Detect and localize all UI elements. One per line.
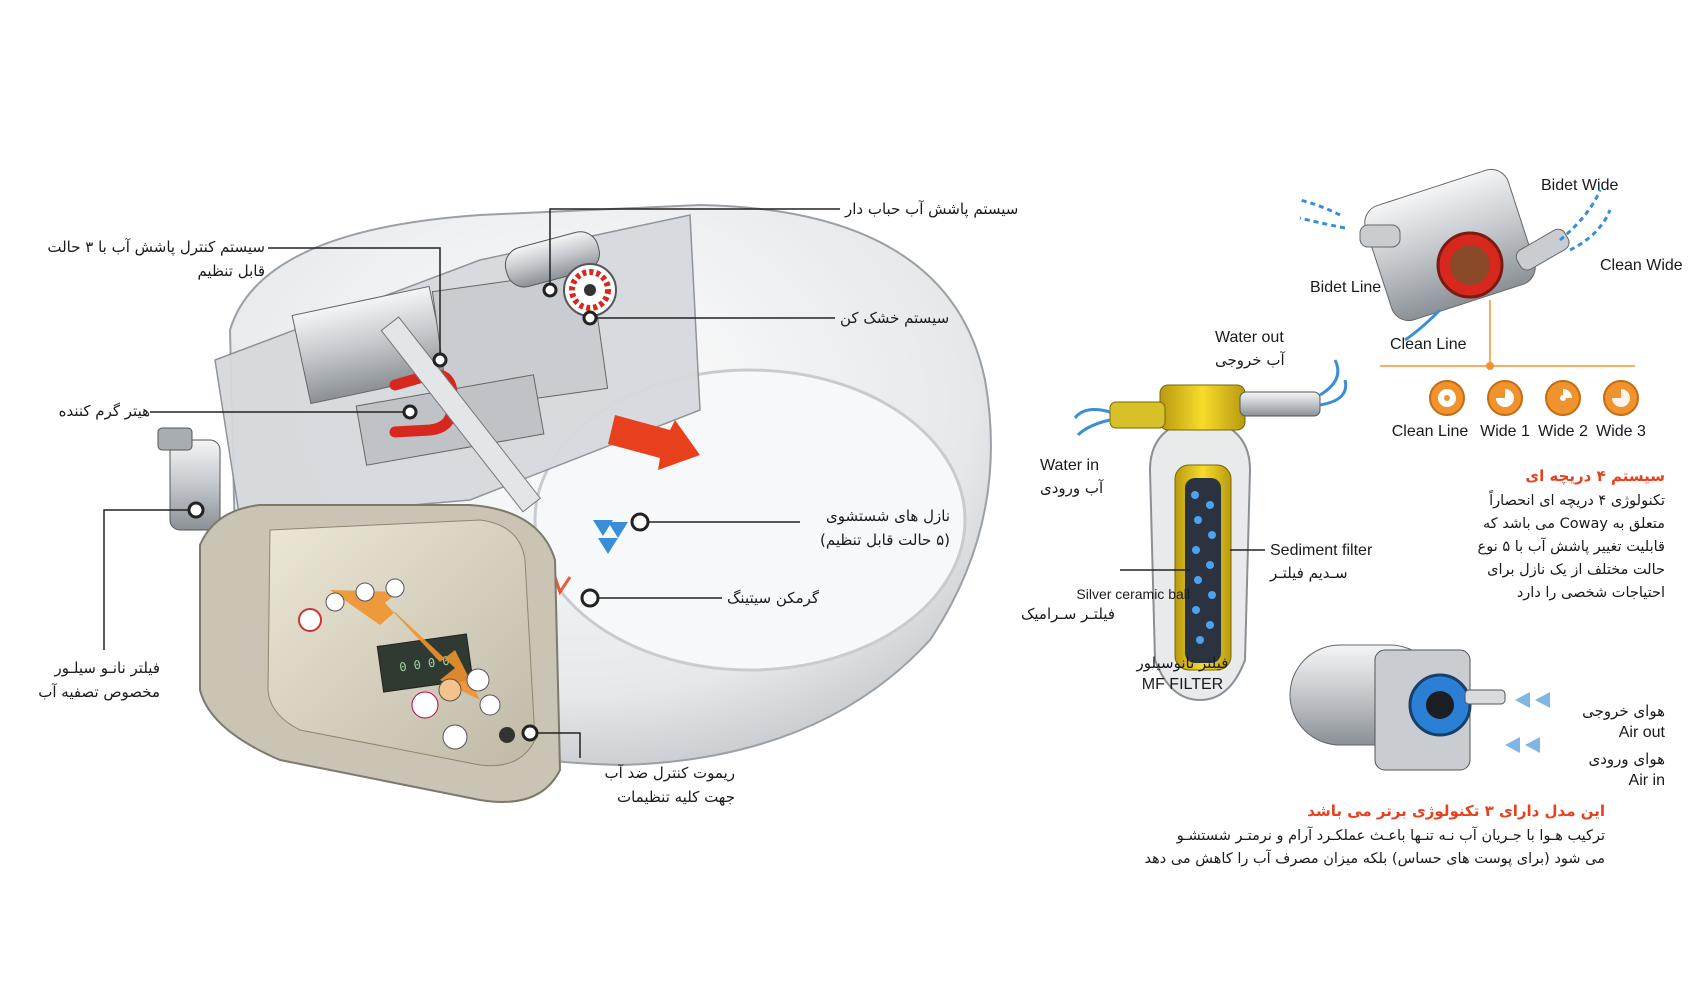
label-sediment-fa: سـدیم فیلتـر xyxy=(1270,564,1348,582)
mode-label-wide-2: Wide 2 xyxy=(1538,423,1588,440)
desc-line: تکنولوژی ۴ دریچه ای انحصاراً xyxy=(1489,493,1665,509)
label-air-out-en: Air out xyxy=(1618,724,1665,741)
label-spray-control-line1: سیستم کنترل پاشش آب با ۳ حالت xyxy=(47,238,265,256)
label-clean-line: Clean Line xyxy=(1390,336,1467,353)
label-air-out-fa: هوای خروجی xyxy=(1582,702,1665,720)
label-remote-line2: جهت کلیه تنظیمات xyxy=(616,788,735,806)
side-connector xyxy=(157,427,193,451)
label-mf-fa: فیلتر نانوسیلور xyxy=(1136,654,1229,672)
nozzle-illustration xyxy=(1299,168,1635,370)
label-water-in-en: Water in xyxy=(1040,457,1099,474)
remote-button xyxy=(355,582,375,602)
side-valve xyxy=(169,439,221,531)
label-air-in-fa: هوای ورودی xyxy=(1588,750,1666,768)
air-flow-arrows xyxy=(1505,692,1550,753)
label-water-in-fa: آب ورودی xyxy=(1040,479,1104,497)
desc-line: متعلق به Coway می باشد که xyxy=(1483,516,1665,532)
mode-icon-clean-line xyxy=(1429,380,1465,416)
mode-icons xyxy=(1429,380,1639,416)
label-remote-line1: ریموت کنترل ضد آب xyxy=(604,764,735,782)
remote-arrow xyxy=(330,590,480,700)
label-heater: هیتر گرم کننده xyxy=(58,402,150,420)
desc-line: می شود (برای پوست های حساس) بلکه میزان م… xyxy=(1144,851,1605,867)
filter-illustration xyxy=(1073,359,1348,702)
label-filter-line1: فیلتر نانـو سیلـور xyxy=(54,659,160,677)
desc-line: حالت مختلف از یک نازل برای xyxy=(1487,562,1665,578)
nozzle-arm-left xyxy=(1359,224,1401,248)
bidet-wide-spray xyxy=(1559,189,1612,252)
label-nozzles-line1: نازل های شستشوی xyxy=(826,507,950,525)
ceramic-balls xyxy=(1191,491,1216,644)
outlet-pipe xyxy=(1239,391,1321,417)
label-spray-control-line2: قابل تنظیم xyxy=(197,262,265,280)
nozzle-section-title: سیستم ۴ دریچه ای xyxy=(1525,467,1665,485)
nozzle-section-description: تکنولوژی ۴ دریچه ای انحصاراً متعلق به Co… xyxy=(1420,490,1665,605)
inlet-pipe xyxy=(1109,401,1166,429)
remote-button xyxy=(466,668,490,692)
remote-button xyxy=(325,592,345,612)
sediment-core xyxy=(1185,478,1221,663)
label-clean-wide: Clean Wide xyxy=(1600,257,1683,274)
label-nozzles-line2: (۵ حالت قابل تنظیم) xyxy=(819,531,950,549)
air-section-description: ترکیب هـوا با جـریان آب نـه تنـها باعـث … xyxy=(1050,825,1605,871)
water-in-splash xyxy=(1073,408,1111,437)
remote-button xyxy=(298,608,322,632)
nozzle-arm-right xyxy=(1515,228,1570,271)
dryer-fan-icon xyxy=(563,263,617,317)
mode-label-wide-1: Wide 1 xyxy=(1480,423,1530,440)
label-ceramic-fa: فیلتـر سـرامیک xyxy=(1020,605,1115,623)
mode-icon-wide-2 xyxy=(1545,380,1581,416)
label-bubble-spray: سیستم پاشش آب حباب دار xyxy=(845,200,1019,218)
remote-button xyxy=(385,578,405,598)
desc-line: احتیاجات شخصی را دارد xyxy=(1516,585,1665,601)
label-bidet-line: Bidet Line xyxy=(1310,279,1382,296)
filter-head xyxy=(1159,384,1246,431)
label-ceramic-en: Silver ceramic ball xyxy=(1076,586,1190,602)
desc-line: ترکیب هـوا با جـریان آب نـه تنـها باعـث … xyxy=(1176,828,1605,844)
remote-button xyxy=(499,727,515,743)
remote-control: 0 0 0 0 xyxy=(199,504,562,803)
nozzle-rail xyxy=(380,316,541,513)
label-bidet-wide: Bidet Wide xyxy=(1541,177,1619,194)
label-mf-en: MF FILTER xyxy=(1141,676,1224,693)
air-illustration xyxy=(1289,644,1550,771)
remote-button xyxy=(479,694,501,716)
line-spray xyxy=(1404,308,1442,342)
label-water-out-fa: آب خروجی xyxy=(1215,351,1285,369)
mode-icon-wide-3 xyxy=(1603,380,1639,416)
air-outlet xyxy=(1464,689,1506,705)
air-section-title: این مدل دارای ۳ تکنولوژی برتر می باشد xyxy=(1307,802,1605,820)
label-seat-warmer: گرمکن سیتینگ xyxy=(727,589,820,607)
water-jet-icon xyxy=(593,520,628,554)
clean-wide-spray xyxy=(1299,198,1346,230)
label-water-out-en: Water out xyxy=(1215,329,1284,346)
remote-button xyxy=(438,678,462,702)
water-out-splash xyxy=(1319,359,1348,407)
dryer-airflow-arrow xyxy=(608,415,700,470)
label-filter-line2: مخصوص تصفیه آب xyxy=(38,683,160,701)
leader-lines xyxy=(103,208,840,758)
remote-button xyxy=(411,691,439,719)
label-air-in-en: Air in xyxy=(1628,772,1665,789)
remote-button xyxy=(442,724,468,750)
mode-icon-wide-1 xyxy=(1487,380,1523,416)
label-sediment-en: Sediment filter xyxy=(1270,542,1373,559)
mode-label-wide-3: Wide 3 xyxy=(1596,423,1646,440)
label-dryer: سیستم خشک کن xyxy=(840,309,950,327)
mode-label-clean-line: Clean Line xyxy=(1391,423,1469,440)
desc-line: قابلیت تغییر پاشش آب با ۵ نوع xyxy=(1477,539,1665,555)
